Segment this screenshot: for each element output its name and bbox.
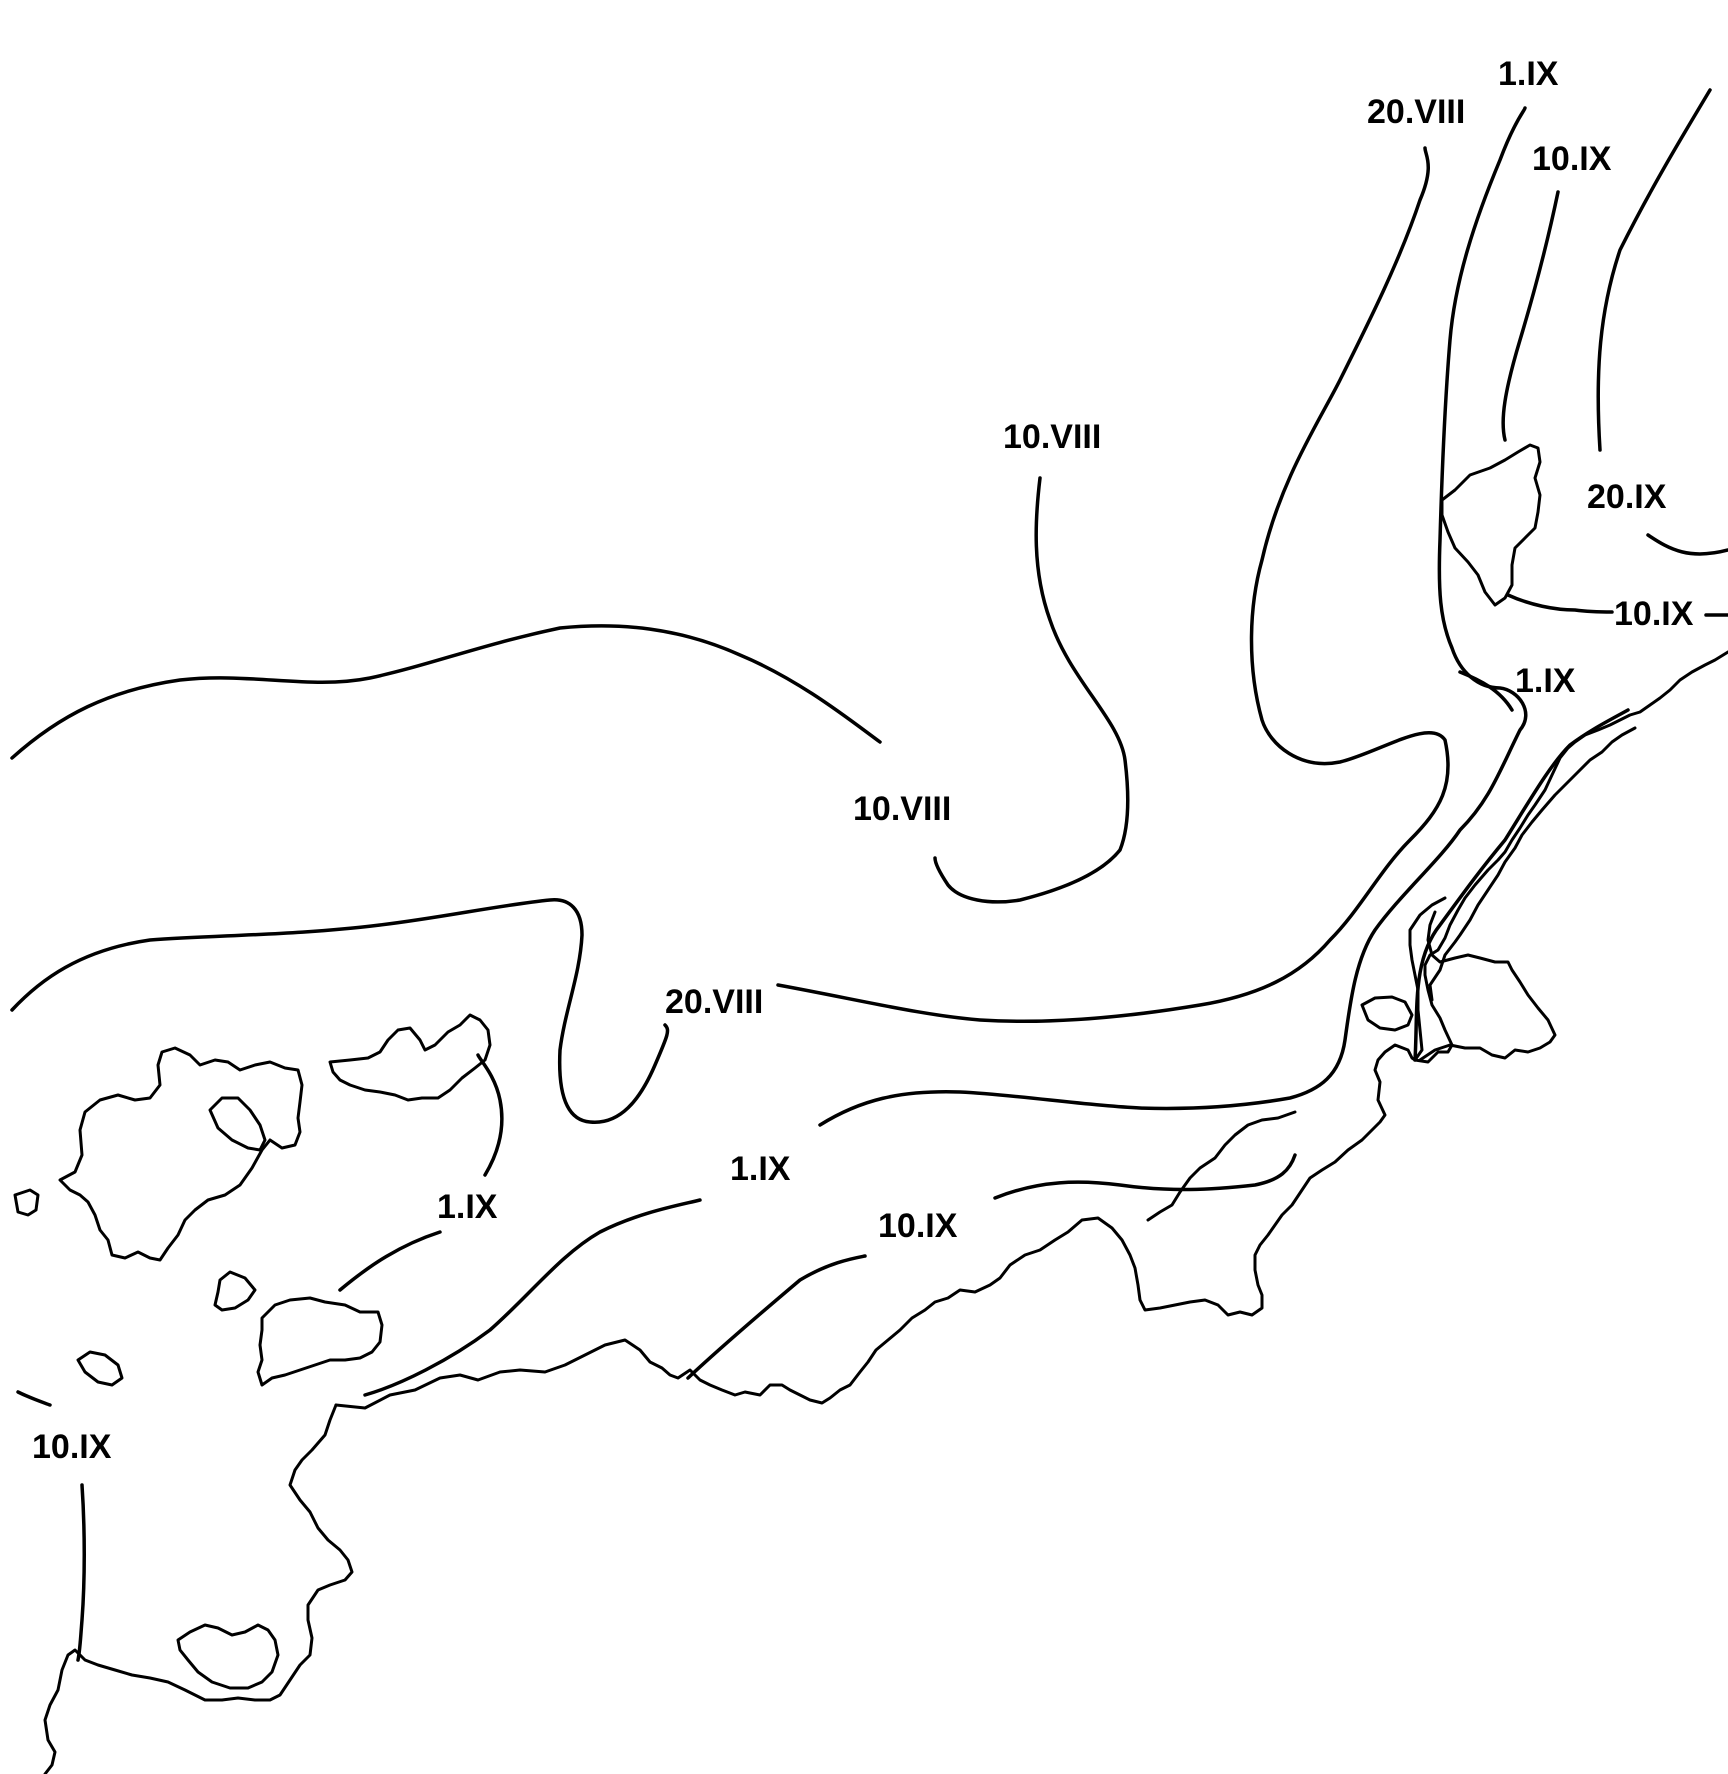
island-east-small [1360, 995, 1414, 1032]
label-10-ix-east: 10.IX [1614, 595, 1694, 633]
label-10-ix-west: 10.IX [32, 1428, 112, 1466]
island-large-west [58, 1046, 304, 1262]
island-triangle [213, 1270, 257, 1312]
label-10-viii-west: 10.VIII [853, 790, 951, 828]
coastline-strait [1408, 896, 1447, 1062]
isoline-1-ix-main [818, 106, 1528, 1127]
islands [13, 443, 1542, 1690]
isoline-10-ix-west-stub [16, 1390, 52, 1407]
label-1-ix-east: 1.IX [1515, 662, 1576, 700]
isoline-20-ix-east [1646, 533, 1728, 556]
label-20-viii-center: 20.VIII [665, 983, 763, 1021]
isoline-10-ix-east [1413, 708, 1630, 1062]
label-1-ix-center: 1.IX [730, 1150, 791, 1188]
island-oval-west [76, 1350, 124, 1387]
isoline-labels: 1.IX 20.VIII 10.IX 10.VIII 20.IX 10.IX 1… [32, 55, 1694, 1466]
isoline-10-ix-center [686, 1254, 867, 1380]
island-tiny-west [13, 1188, 40, 1217]
isoline-20-viii-main [776, 146, 1450, 1024]
island-northeast [1440, 443, 1542, 607]
isoline-1-ix-coast [476, 1053, 504, 1177]
isoline-20-ix-north [1596, 88, 1712, 452]
isoline-1-ix-island [338, 1230, 442, 1292]
label-1-ix-west: 1.IX [437, 1188, 498, 1226]
label-10-viii-north: 10.VIII [1003, 418, 1101, 456]
isoline-10-ix-north [1501, 190, 1614, 614]
coastline-east-peninsula [1418, 910, 1557, 1062]
isoline-10-viii-north [933, 476, 1130, 904]
label-20-ix-east: 20.IX [1587, 478, 1667, 516]
isoline-10-viii-west [10, 624, 882, 760]
coastline-main-west [334, 1043, 1417, 1410]
isoline-20-viii-west [10, 898, 670, 1124]
isolines [10, 88, 1728, 1662]
coastline-west-south [43, 1403, 354, 1774]
label-1-ix-top: 1.IX [1498, 55, 1559, 93]
coastline-main-east [1413, 650, 1728, 1064]
island-south [176, 1623, 280, 1690]
coastline-southeast [1146, 1110, 1297, 1222]
isoline-10-ix-west [76, 1483, 86, 1662]
coastlines [43, 650, 1728, 1774]
label-10-ix-center: 10.IX [878, 1207, 958, 1245]
island-northeast-small [328, 1013, 492, 1102]
coastline-inner-northeast [1428, 726, 1637, 1002]
isoline-1-ix-west [363, 1198, 702, 1397]
label-10-ix-top: 10.IX [1532, 140, 1612, 178]
isoline-10-ix-main [993, 1153, 1297, 1200]
island-lake [208, 1096, 267, 1152]
isoline-1-ix-northeast [1458, 670, 1514, 712]
island-central [256, 1296, 384, 1387]
label-20-viii-top: 20.VIII [1367, 93, 1465, 131]
